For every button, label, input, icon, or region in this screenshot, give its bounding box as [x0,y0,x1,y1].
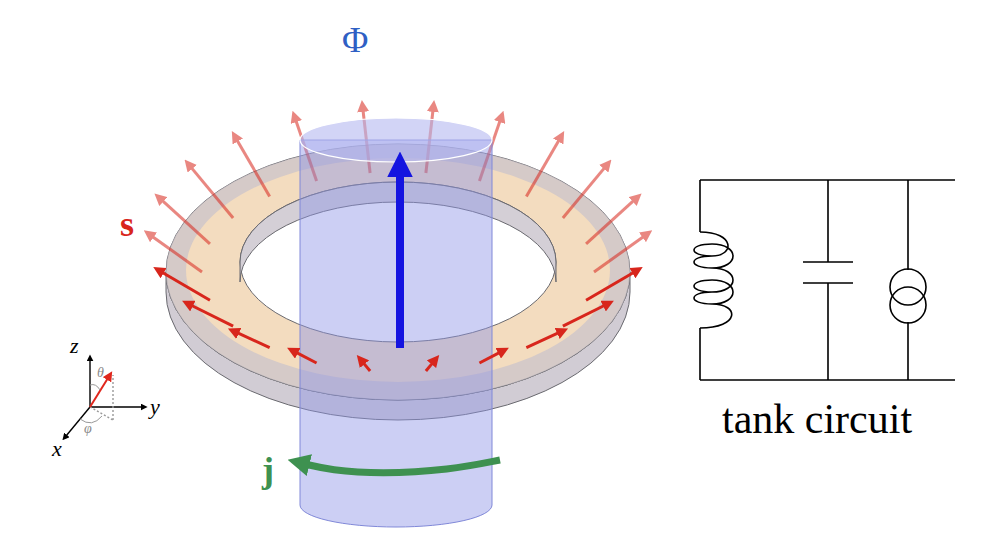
spin-arrow [191,305,233,326]
tank-circuit [694,180,955,380]
flux-label: Φ [342,22,368,58]
spin-arrow [426,362,433,371]
spin-arrow [563,167,605,218]
axis-label: x [52,438,62,460]
spin-arrow [162,200,210,244]
spin-arrow [237,139,270,196]
circuit-caption: tank circuit [722,398,912,440]
spin-arrow [563,305,605,326]
spin-arrow [296,352,317,363]
spin-arrow [526,332,559,347]
spin-arrow [586,200,634,244]
current-label: j [262,452,274,488]
current-arrow [305,460,500,473]
spin-arrow [162,272,210,300]
spin-arrow [152,236,202,272]
spin-arrow [594,236,644,272]
spin-arrow [479,352,500,363]
spin-arrow [191,167,233,218]
spin-arrow [363,362,370,371]
spin-arrow [526,139,559,196]
coordinate-axes [66,360,142,436]
spin-arrow [237,332,270,347]
axis-label: y [150,396,160,418]
angle-label: φ [84,422,92,436]
angle-label: θ [97,366,104,380]
axis-label: z [70,335,79,357]
spin-arrow [586,272,634,300]
spin-label: s [120,206,134,242]
